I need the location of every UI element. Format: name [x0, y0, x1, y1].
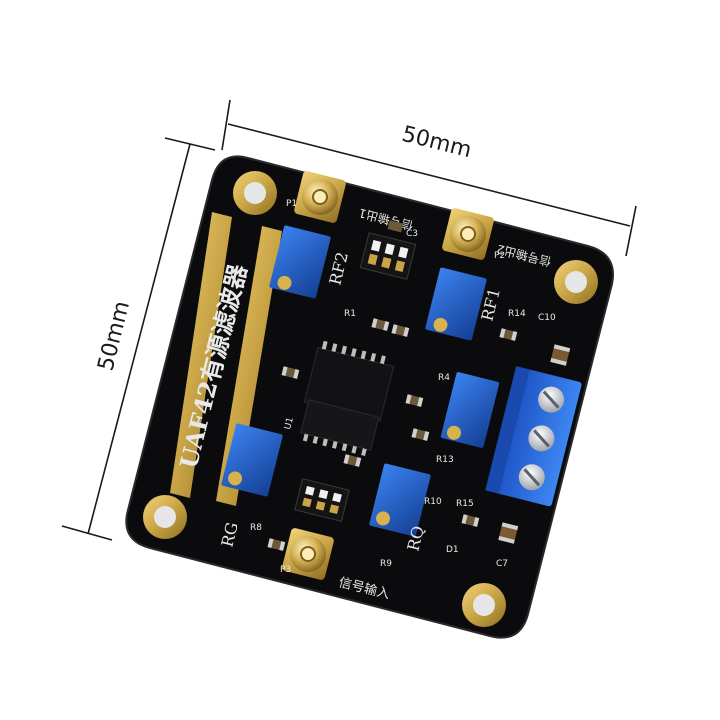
terminal-screw-3[interactable] [516, 461, 548, 493]
svg-text:R15: R15 [456, 499, 474, 509]
pcb-board: UAF42有源滤波器 信号输出1 信号输出2 信号输入 RF2 [125, 155, 614, 639]
jumper-top[interactable] [359, 232, 417, 280]
pot-rg[interactable] [221, 423, 283, 497]
ic-u1-label: U1 [283, 416, 296, 430]
component-labels: P1 P2 P3 R1 R4 R13 R14 R15 R8 R9 R10 C3 … [250, 199, 556, 575]
width-label: 50mm [399, 122, 474, 163]
sma-connector-p1 [294, 171, 346, 223]
mounting-hole-tl [233, 171, 277, 215]
mounting-hole-tr [554, 260, 598, 304]
svg-text:C10: C10 [538, 313, 556, 323]
svg-text:R9: R9 [380, 559, 392, 569]
mounting-hole-bl [143, 495, 187, 539]
sma-connector-p3 [282, 528, 334, 580]
sma-connector-p2 [442, 208, 494, 260]
svg-text:R14: R14 [508, 309, 526, 319]
svg-text:R1: R1 [344, 309, 356, 319]
svg-text:R4: R4 [438, 373, 450, 383]
terminal-screw-2[interactable] [526, 423, 558, 455]
svg-text:P2: P2 [494, 251, 505, 261]
svg-text:P1: P1 [286, 199, 297, 209]
svg-text:D1: D1 [446, 545, 459, 555]
pot-rf2[interactable] [269, 225, 331, 299]
mounting-hole-br [462, 583, 506, 627]
pot-rq[interactable] [369, 463, 431, 537]
svg-text:R10: R10 [424, 497, 442, 507]
svg-text:C7: C7 [496, 559, 508, 569]
jumper-bottom[interactable] [294, 478, 350, 522]
svg-text:C3: C3 [406, 229, 418, 239]
svg-text:R13: R13 [436, 455, 454, 465]
pot-rf1[interactable] [425, 267, 487, 341]
terminal-screw-1[interactable] [535, 384, 567, 416]
height-label: 50mm [94, 299, 135, 374]
svg-text:R8: R8 [250, 523, 262, 533]
ic-second [300, 399, 380, 456]
svg-text:P3: P3 [280, 565, 291, 575]
smd-components [267, 220, 571, 551]
screw-terminal[interactable] [485, 366, 582, 507]
pot-aux[interactable] [440, 372, 500, 449]
pin-strip-left [170, 212, 282, 506]
